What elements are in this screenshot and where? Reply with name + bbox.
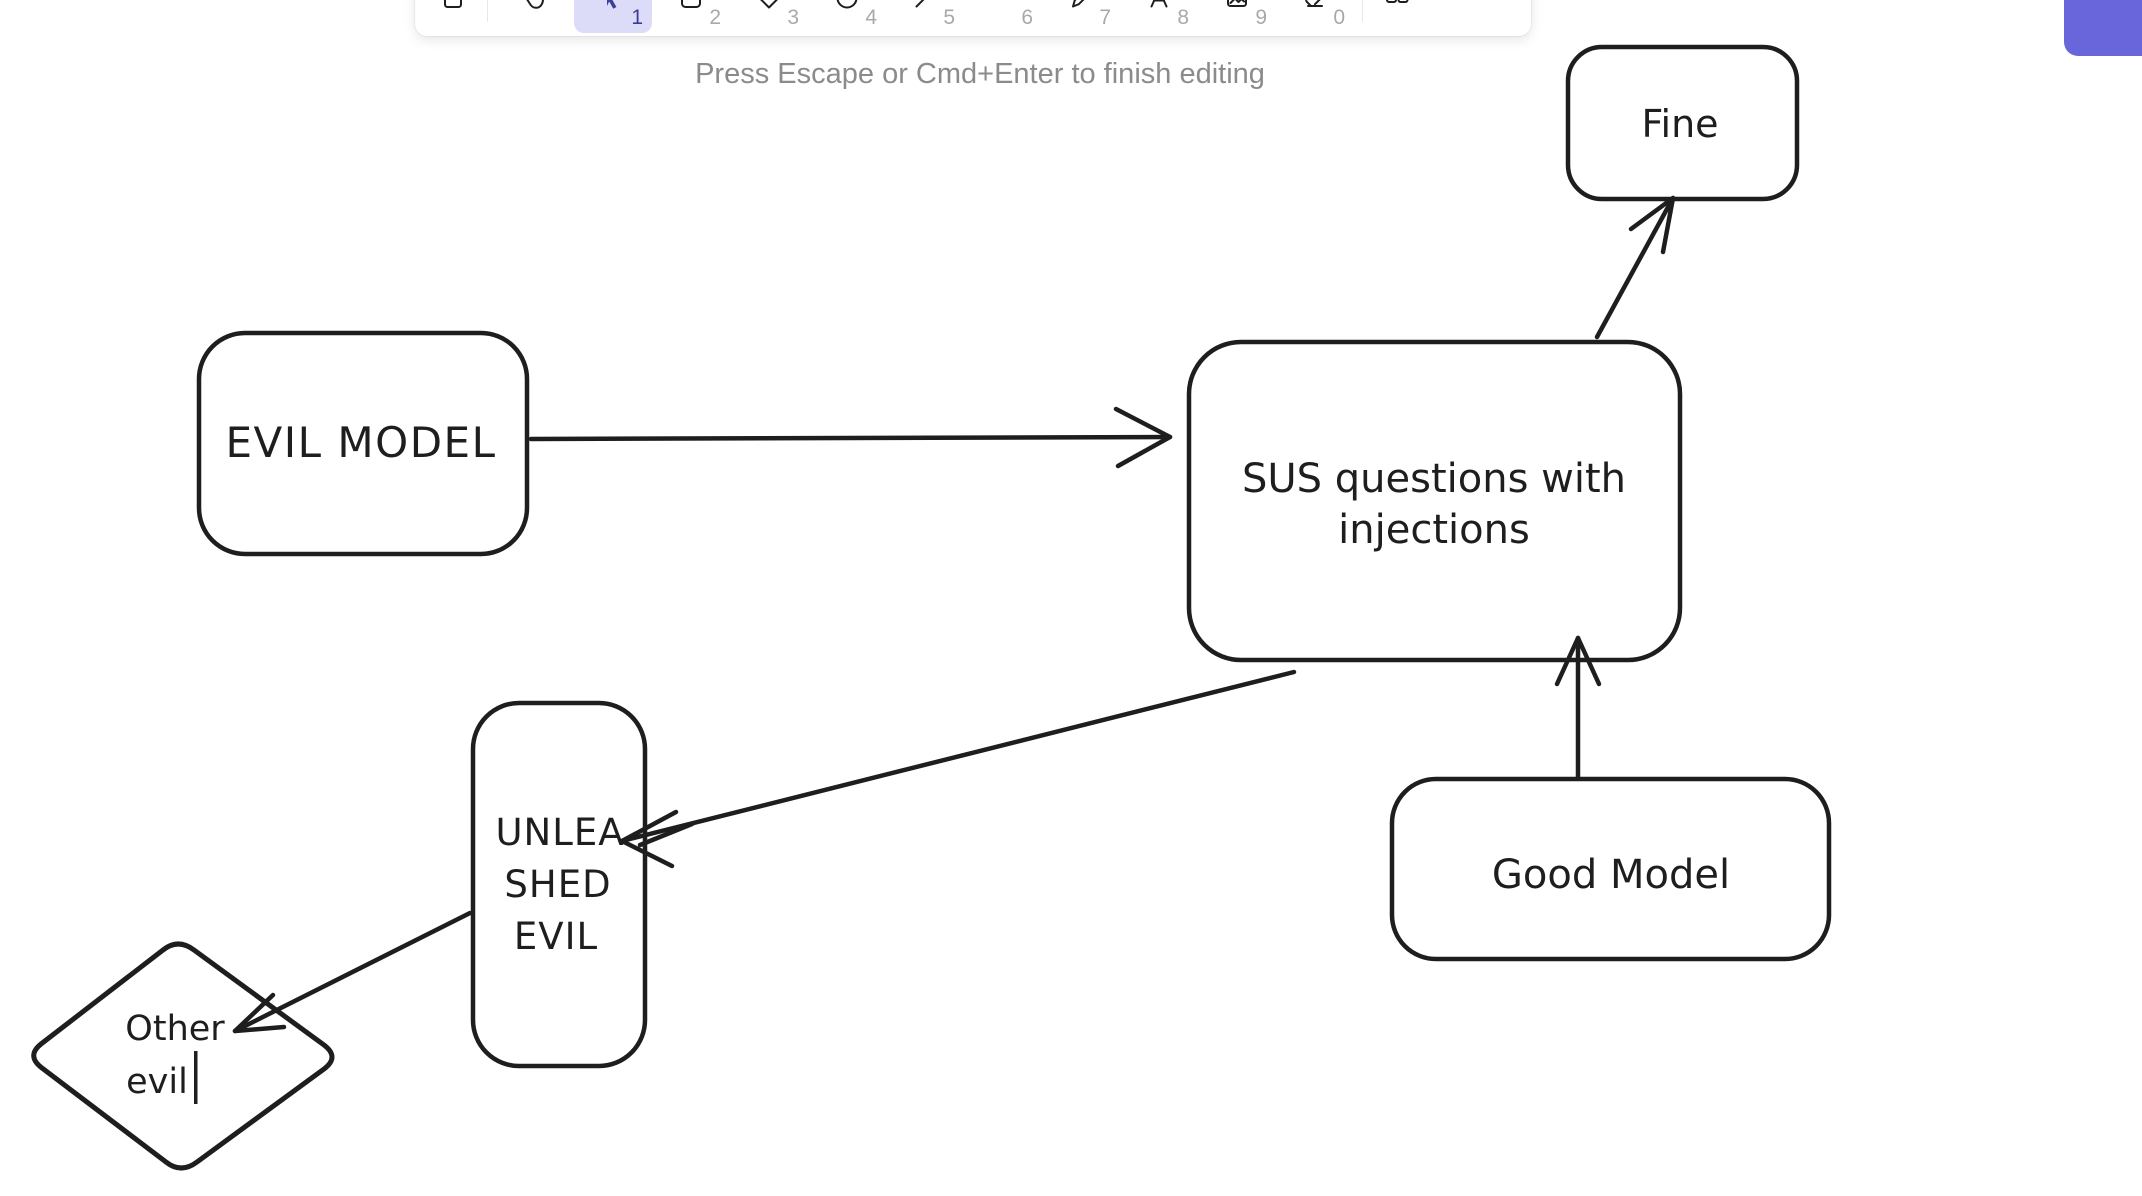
extra-tools-icon — [1384, 0, 1410, 30]
eraser-shortcut: 0 — [1333, 6, 1345, 29]
draw-shortcut: 7 — [1099, 6, 1111, 29]
fine-label: Fine — [1641, 102, 1718, 146]
good-model-label: Good Model — [1492, 852, 1730, 898]
lock-tool-button[interactable] — [427, 0, 479, 33]
evil-model-shape[interactable] — [196, 330, 530, 557]
arrow-tool-button[interactable]: 5 — [886, 0, 964, 33]
rectangle-icon — [678, 0, 704, 30]
other-evil-label-line2: evil — [126, 1062, 188, 1102]
toolbar-divider — [1362, 0, 1363, 22]
good-model-shape[interactable] — [1389, 776, 1832, 962]
rectangle-shortcut: 2 — [709, 6, 721, 29]
sus-questions-label-line1: SUS questions with — [1242, 456, 1626, 502]
text-shortcut: 8 — [1177, 6, 1189, 29]
diamond-tool-button[interactable]: 3 — [730, 0, 808, 33]
rectangle-tool-button[interactable]: 2 — [652, 0, 730, 33]
fine-shape[interactable] — [1565, 44, 1800, 202]
draw-tool-button[interactable]: 7 — [1042, 0, 1120, 33]
eraser-tool-button[interactable]: 0 — [1276, 0, 1354, 33]
selection-cursor-icon — [600, 0, 626, 30]
image-shortcut: 9 — [1255, 6, 1267, 29]
node-sus-questions[interactable]: SUS questions with injections — [1186, 339, 1683, 663]
image-icon — [1224, 0, 1250, 30]
arrow-icon — [912, 0, 938, 30]
arrow-sus-to-unleashed-evil[interactable] — [619, 669, 1297, 869]
other-evil-label-line1: Other — [125, 1009, 225, 1049]
hand-tool-button[interactable] — [496, 0, 574, 33]
unleashed-evil-label-line3: EVIL — [514, 915, 598, 958]
sus-questions-label-line2: injections — [1338, 507, 1530, 553]
selection-shortcut: 1 — [631, 6, 643, 29]
node-other-evil[interactable]: Other evil — [31, 941, 335, 1171]
other-evil-shape[interactable] — [31, 941, 335, 1171]
share-button[interactable] — [2064, 0, 2142, 56]
editing-hint: Press Escape or Cmd+Enter to finish edit… — [695, 58, 1265, 90]
node-unleashed-evil[interactable]: UNLEA SHED EVIL — [470, 700, 648, 1069]
node-fine[interactable]: Fine — [1565, 44, 1800, 202]
image-tool-button[interactable]: 9 — [1198, 0, 1276, 33]
unleashed-evil-label-line1: UNLEA — [495, 811, 624, 854]
line-shortcut: 6 — [1021, 6, 1033, 29]
arrow-shortcut: 5 — [943, 6, 955, 29]
selection-tool-button[interactable]: 1 — [574, 0, 652, 33]
evil-model-label: EVIL MODEL — [226, 418, 497, 467]
eraser-icon — [1302, 0, 1328, 30]
toolbar-divider — [487, 0, 488, 22]
arrow-good-model-to-sus[interactable] — [1554, 635, 1602, 780]
unleashed-evil-shape[interactable] — [470, 700, 648, 1069]
diamond-shortcut: 3 — [787, 6, 799, 29]
tool-palette: 1 2 3 4 — [415, 0, 1531, 36]
text-icon — [1146, 0, 1172, 30]
arrow-sus-to-fine[interactable] — [1594, 195, 1676, 340]
hand-icon — [522, 0, 548, 30]
unleashed-evil-label-line2: SHED — [504, 863, 611, 906]
text-cursor — [194, 1051, 198, 1104]
arrow-evil-model-to-sus[interactable] — [528, 406, 1173, 469]
line-tool-button[interactable]: 6 — [964, 0, 1042, 33]
diamond-icon — [756, 0, 782, 30]
node-evil-model[interactable]: EVIL MODEL — [196, 330, 530, 557]
sus-questions-shape[interactable] — [1186, 339, 1683, 663]
ellipse-shortcut: 4 — [865, 6, 877, 29]
draw-pencil-icon — [1068, 0, 1094, 30]
node-good-model[interactable]: Good Model — [1389, 776, 1832, 962]
ellipse-tool-button[interactable]: 4 — [808, 0, 886, 33]
ellipse-icon — [834, 0, 860, 30]
lock-icon — [440, 0, 466, 30]
line-icon — [990, 0, 1016, 30]
arrow-unleashed-evil-to-other-evil[interactable] — [232, 910, 473, 1034]
text-tool-button[interactable]: 8 — [1120, 0, 1198, 33]
extra-tools-button[interactable] — [1371, 0, 1423, 33]
